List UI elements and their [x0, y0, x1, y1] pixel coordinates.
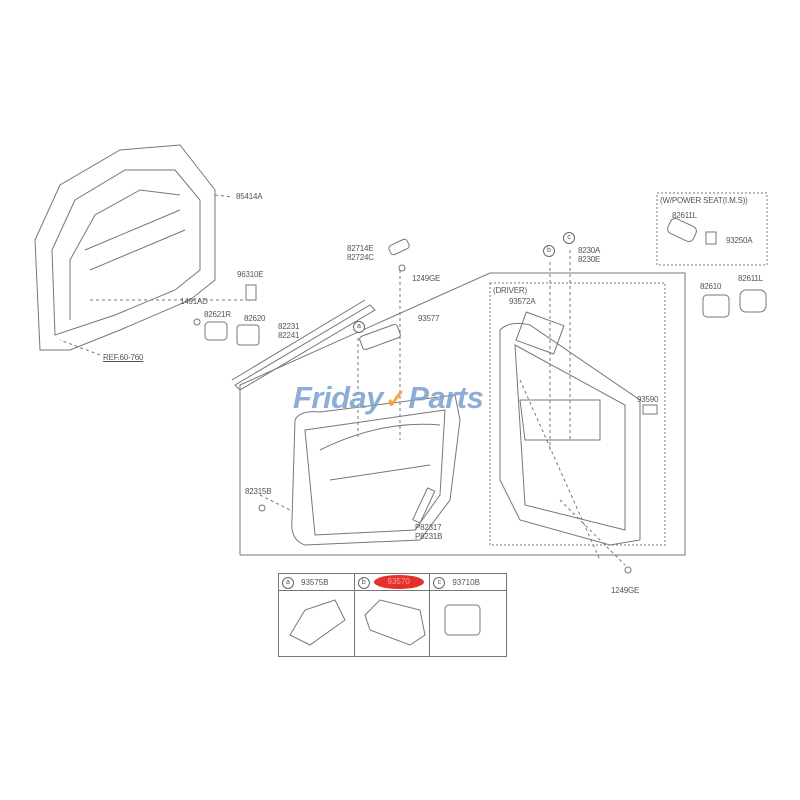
legend-image-b [355, 591, 431, 656]
assembly-outline [239, 272, 686, 556]
power-seat-label: (W/POWER SEAT(I.M.S)) [660, 196, 748, 205]
callout-1491AD: 1491AD [180, 297, 208, 306]
reference-label: REF.60-760 [103, 353, 144, 362]
marker-b: b [543, 245, 555, 257]
watermark-word-2: Parts [408, 380, 484, 415]
legend-header-b: b 93570 [354, 574, 431, 591]
door-frame [34, 144, 216, 351]
callout-8230A: 8230A [578, 246, 601, 255]
marker-c: c [563, 232, 575, 244]
callout-P8231B: P8231B [415, 532, 443, 541]
callout-1249GE-top: 1249GE [412, 274, 441, 283]
legend-header-a: a 93575B [279, 574, 355, 591]
callout-82231: 82231 [278, 322, 300, 331]
callout-P82317: P82317 [415, 523, 442, 532]
callout-93577: 93577 [418, 314, 440, 323]
legend-header-c: c 93710B [430, 574, 506, 591]
legend-marker-c: c [433, 577, 446, 589]
legend-marker-b: b [357, 577, 370, 589]
callout-82620: 82620 [244, 314, 266, 323]
callout-82611L-ims: 82611L [672, 211, 697, 220]
callout-1249GE-bottom: 1249GE [611, 586, 640, 595]
legend-image-a [279, 591, 355, 656]
marker-a: a [353, 321, 365, 333]
legend-part-c: 93710B [452, 578, 480, 587]
watermark-word-1: Friday [293, 380, 384, 415]
callout-82315B: 82315B [245, 487, 272, 496]
callout-82621R: 82621R [204, 310, 231, 319]
legend-part-b-highlighted: 93570 [373, 575, 424, 589]
callout-93590: 93590 [637, 395, 659, 404]
callout-82610: 82610 [700, 282, 722, 291]
callout-82611L: 82611L [738, 274, 763, 283]
callout-82714E: 82714E [347, 244, 374, 253]
callout-96310E: 96310E [237, 270, 264, 279]
watermark-logo: Friday✓Parts [293, 380, 484, 416]
legend-part-a: 93575B [301, 578, 329, 587]
callout-82241: 82241 [278, 331, 300, 340]
legend-image-c [430, 591, 506, 656]
callout-85414A: 85414A [236, 192, 263, 201]
callout-8230E: 8230E [578, 255, 601, 264]
variant-legend-table: a 93575B b 93570 c 93710B [278, 573, 507, 657]
driver-label: (DRIVER) [493, 286, 527, 295]
callout-93572A: 93572A [509, 297, 536, 306]
callout-82724C: 82724C [347, 253, 374, 262]
callout-93250A: 93250A [726, 236, 753, 245]
legend-marker-a: a [282, 577, 294, 589]
check-icon: ✓ [385, 384, 407, 414]
